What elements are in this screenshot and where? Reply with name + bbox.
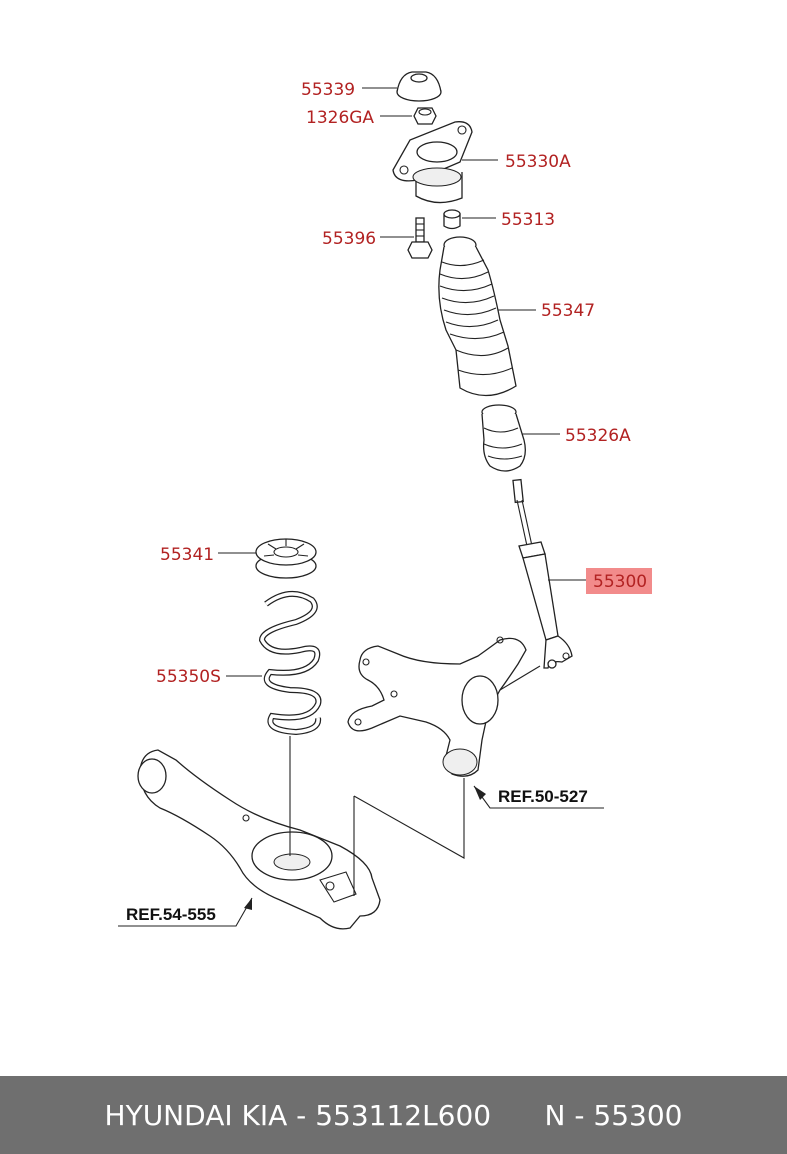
part-55339-dust-cap bbox=[396, 71, 442, 102]
footer-part-number: HYUNDAI KIA - 553112L600 bbox=[104, 1098, 492, 1132]
footer-spacer bbox=[491, 1099, 544, 1132]
part-55313-bushing bbox=[443, 209, 461, 230]
label-1326GA: 1326GA bbox=[306, 108, 374, 128]
knuckle-assembly bbox=[347, 636, 527, 777]
label-55341: 55341 bbox=[160, 545, 214, 565]
label-ref-54-555: REF.54-555 bbox=[126, 905, 216, 924]
part-55330A-mount bbox=[392, 121, 473, 204]
label-ref-50-527: REF.50-527 bbox=[498, 787, 588, 806]
part-55347-dust-boot bbox=[438, 236, 517, 397]
footer-catalog-number: N - 55300 bbox=[544, 1098, 683, 1132]
lower-control-arm bbox=[137, 749, 381, 930]
label-55330A: 55330A bbox=[505, 152, 571, 172]
label-55313: 55313 bbox=[501, 210, 555, 230]
label-55396: 55396 bbox=[322, 229, 376, 249]
part-55326A-bump-stop bbox=[481, 404, 526, 472]
part-55350S-coil-spring bbox=[258, 591, 322, 736]
part-55300-shock-absorber bbox=[512, 478, 573, 669]
label-55350S: 55350S bbox=[156, 667, 221, 687]
suspension-exploded-diagram: 55339 1326GA 55330A 55313 55396 55347 55… bbox=[118, 71, 652, 930]
footer-bar: HYUNDAI KIA - 553112L600 N - 55300 bbox=[0, 1076, 787, 1154]
part-55341-spring-seat bbox=[255, 538, 317, 579]
leader-lines bbox=[118, 87, 604, 927]
part-55396-bolt bbox=[407, 217, 433, 259]
label-55347: 55347 bbox=[541, 301, 595, 321]
label-55326A: 55326A bbox=[565, 426, 631, 446]
part-1326GA-nut bbox=[413, 107, 437, 125]
label-55339: 55339 bbox=[301, 80, 355, 100]
highlight-box-55300 bbox=[586, 568, 652, 594]
label-55300: 55300 bbox=[593, 572, 647, 592]
